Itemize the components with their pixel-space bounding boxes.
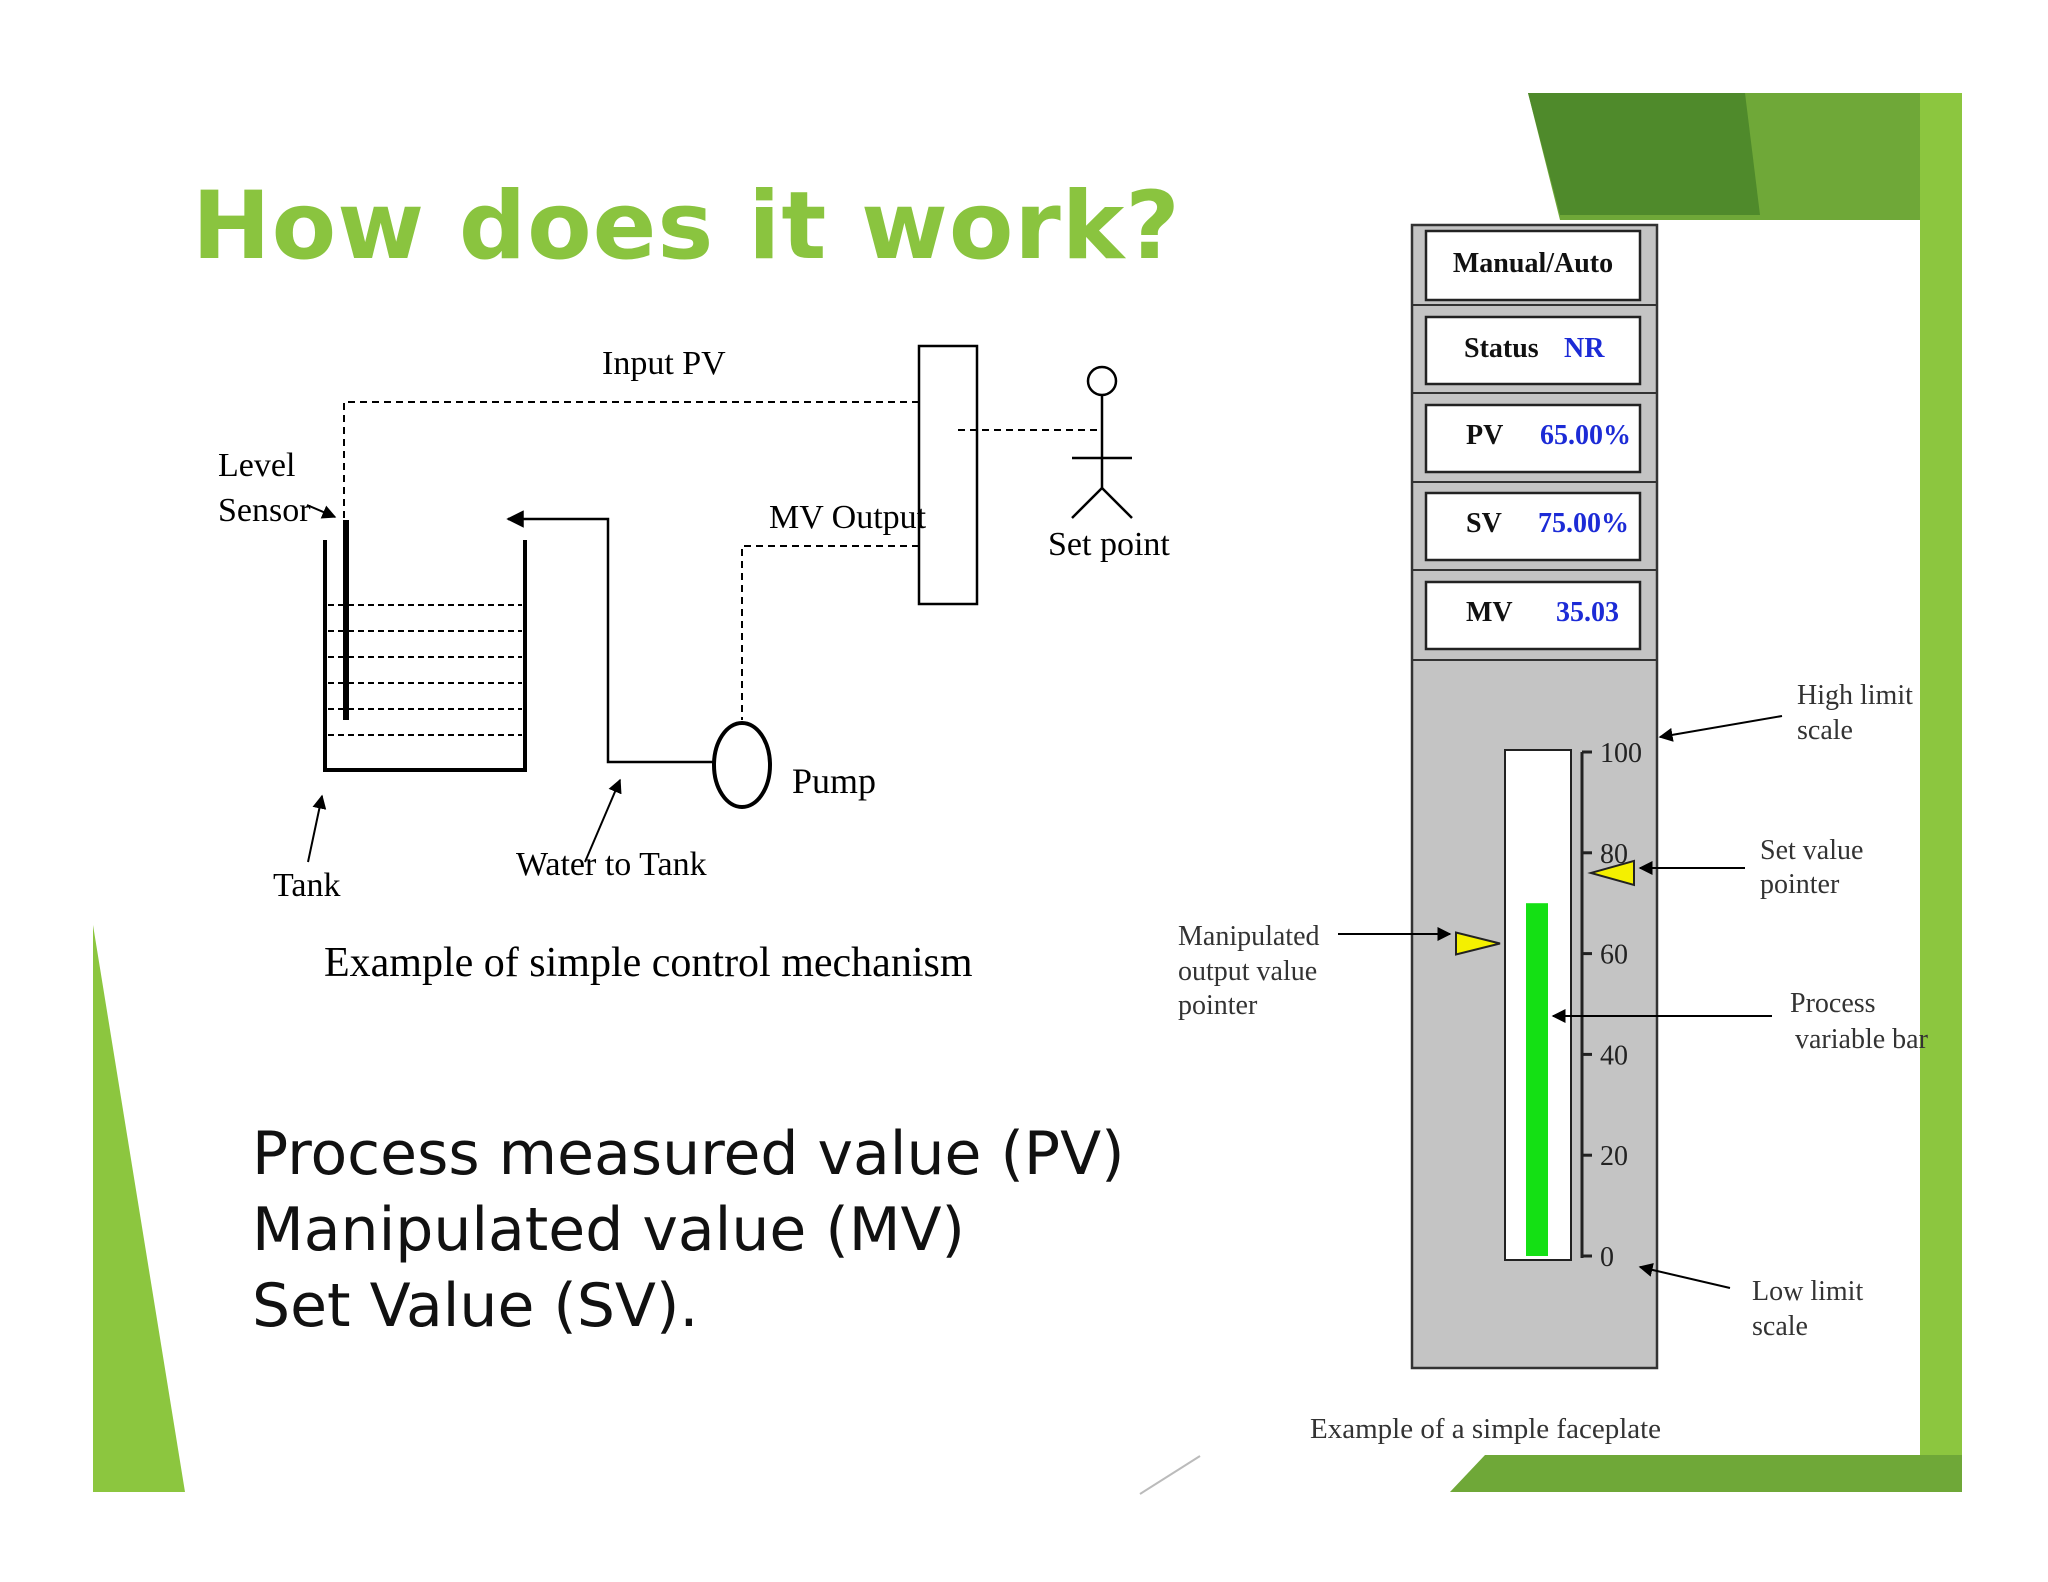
sv-value: 75.00% xyxy=(1538,508,1629,539)
process-variable-bar xyxy=(1526,903,1548,1256)
annotation-mv-pointer-2: output value xyxy=(1178,956,1317,987)
water-level-lines xyxy=(328,604,522,736)
top-dark-green-shape xyxy=(1528,93,1760,215)
input-pv-line xyxy=(343,401,940,518)
caption-control-mechanism: Example of simple control mechanism xyxy=(324,940,973,986)
pump-symbol xyxy=(712,721,772,809)
label-level-sensor-1: Level xyxy=(218,447,295,484)
mv-output-line xyxy=(741,545,919,720)
annotation-high-limit-2: scale xyxy=(1797,715,1853,746)
annotation-mv-pointer-1: Manipulated xyxy=(1178,921,1320,952)
faceplate-values: Manual/Auto Status NR PV 65.00% SV 75.00… xyxy=(1453,248,1631,628)
label-input-pv: Input PV xyxy=(602,345,726,382)
annotation-low-limit-2: scale xyxy=(1752,1311,1808,1342)
faceplate-annotations: High limit scale Set value pointer Manip… xyxy=(1178,680,1929,1445)
slide-decoration xyxy=(93,93,1962,1495)
status-label: Status xyxy=(1464,333,1539,364)
bullet-list: Process measured value (PV) Manipulated … xyxy=(252,1116,1125,1344)
faceplate-annotation-arrows xyxy=(1338,715,1783,1289)
water-pipe xyxy=(506,510,714,764)
mode-button[interactable] xyxy=(1424,229,1642,302)
label-water-to-tank: Water to Tank xyxy=(516,846,707,883)
scale-tick-label: 20 xyxy=(1600,1141,1628,1172)
label-set-point: Set point xyxy=(1048,526,1170,563)
right-edge-stripe xyxy=(1920,93,1962,1492)
control-diagram-labels: Input PV Level Sensor MV Output Set poin… xyxy=(218,345,1170,986)
low-limit-arrow xyxy=(1638,1263,1731,1289)
control-mechanism-diagram xyxy=(306,344,1133,863)
scale-tick-label: 60 xyxy=(1600,940,1628,971)
mv-value: 35.03 xyxy=(1556,597,1619,628)
status-value: NR xyxy=(1564,333,1605,364)
bullet-item-pv: Process measured value (PV) xyxy=(252,1119,1125,1189)
water-to-tank-arrow xyxy=(584,778,622,863)
faceplate-row-dividers xyxy=(1412,304,1657,661)
label-pump: Pump xyxy=(792,761,876,801)
pv-value: 65.00% xyxy=(1540,420,1631,451)
annotation-pv-bar-2: variable bar xyxy=(1795,1024,1929,1055)
scale-tick-label: 0 xyxy=(1600,1242,1614,1273)
high-limit-arrow xyxy=(1658,715,1783,742)
annotation-mv-pointer-3: pointer xyxy=(1178,990,1258,1021)
mode-label: Manual/Auto xyxy=(1453,248,1613,279)
label-tank: Tank xyxy=(273,867,341,904)
pv-label: PV xyxy=(1466,420,1503,451)
operator-figure xyxy=(1071,365,1133,519)
caption-faceplate: Example of a simple faceplate xyxy=(1310,1413,1661,1445)
faceplate: Manual/Auto Status NR PV 65.00% SV 75.00… xyxy=(1410,223,1659,1370)
mv-output-pointer[interactable] xyxy=(1455,931,1501,956)
set-value-pointer[interactable] xyxy=(1587,859,1635,887)
scale-tick-label: 100 xyxy=(1600,738,1642,769)
annotation-set-value-2: pointer xyxy=(1760,869,1840,900)
tank-walls xyxy=(323,540,527,772)
annotation-set-value-1: Set value xyxy=(1760,835,1863,866)
left-green-triangle xyxy=(93,925,185,1492)
sv-box[interactable] xyxy=(1424,491,1642,562)
annotation-pv-bar-1: Process xyxy=(1790,988,1876,1019)
bottom-right-green-shape xyxy=(1450,1455,1962,1492)
bullet-item-sv: Set Value (SV). xyxy=(252,1271,699,1341)
tank-arrow xyxy=(307,794,327,863)
controller-box xyxy=(917,344,979,606)
annotation-high-limit-1: High limit xyxy=(1797,680,1913,711)
pv-box xyxy=(1424,403,1642,474)
mv-box[interactable] xyxy=(1424,580,1642,651)
label-level-sensor-2: Sensor xyxy=(218,492,311,529)
bullet-item-mv: Manipulated value (MV) xyxy=(252,1195,965,1265)
label-mv-output: MV Output xyxy=(769,499,927,536)
status-box xyxy=(1424,315,1642,386)
scale-tick-label: 40 xyxy=(1600,1040,1628,1071)
mv-label: MV xyxy=(1466,597,1513,628)
annotation-low-limit-1: Low limit xyxy=(1752,1276,1863,1307)
slide-title: How does it work? xyxy=(192,172,1181,281)
sv-label: SV xyxy=(1466,508,1502,539)
decor-line xyxy=(1139,1455,1201,1495)
level-sensor-arrow xyxy=(306,504,337,519)
